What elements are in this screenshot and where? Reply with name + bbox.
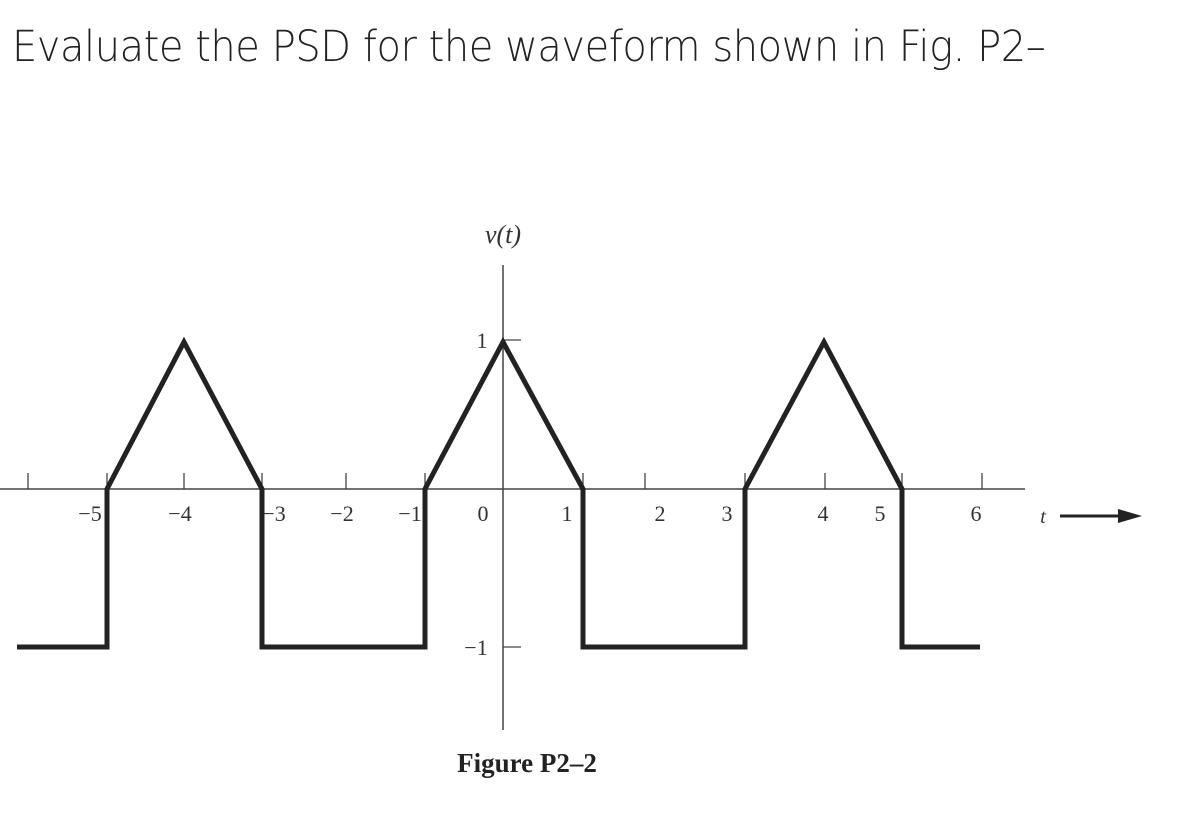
x-tick-label: 4: [818, 501, 829, 526]
x-tick-label: −3: [262, 501, 285, 526]
x-tick-label: −2: [330, 501, 353, 526]
x-tick-label: 6: [971, 501, 982, 526]
waveform-line: [17, 336, 980, 650]
t-arrow-head-icon: [1118, 509, 1142, 523]
question-text: Evaluate the PSD for the waveform shown …: [12, 22, 1046, 72]
y-tick-label-top: 1: [477, 328, 488, 353]
x-ticks: [27, 473, 983, 489]
y-axis-title: v(t): [485, 220, 521, 249]
x-tick-label: 2: [655, 501, 666, 526]
y-tick-label-bottom: −1: [464, 635, 487, 660]
figure-caption: Figure P2–2: [457, 748, 597, 778]
x-tick-label: 0: [478, 501, 489, 526]
x-tick-label: −5: [78, 501, 101, 526]
x-tick-label: −1: [398, 501, 421, 526]
x-axis-title: t: [1040, 506, 1046, 528]
x-tick-label: 1: [562, 501, 573, 526]
x-tick-label: 3: [722, 501, 733, 526]
x-tick-label: 5: [875, 501, 886, 526]
x-tick-label: −4: [168, 501, 191, 526]
